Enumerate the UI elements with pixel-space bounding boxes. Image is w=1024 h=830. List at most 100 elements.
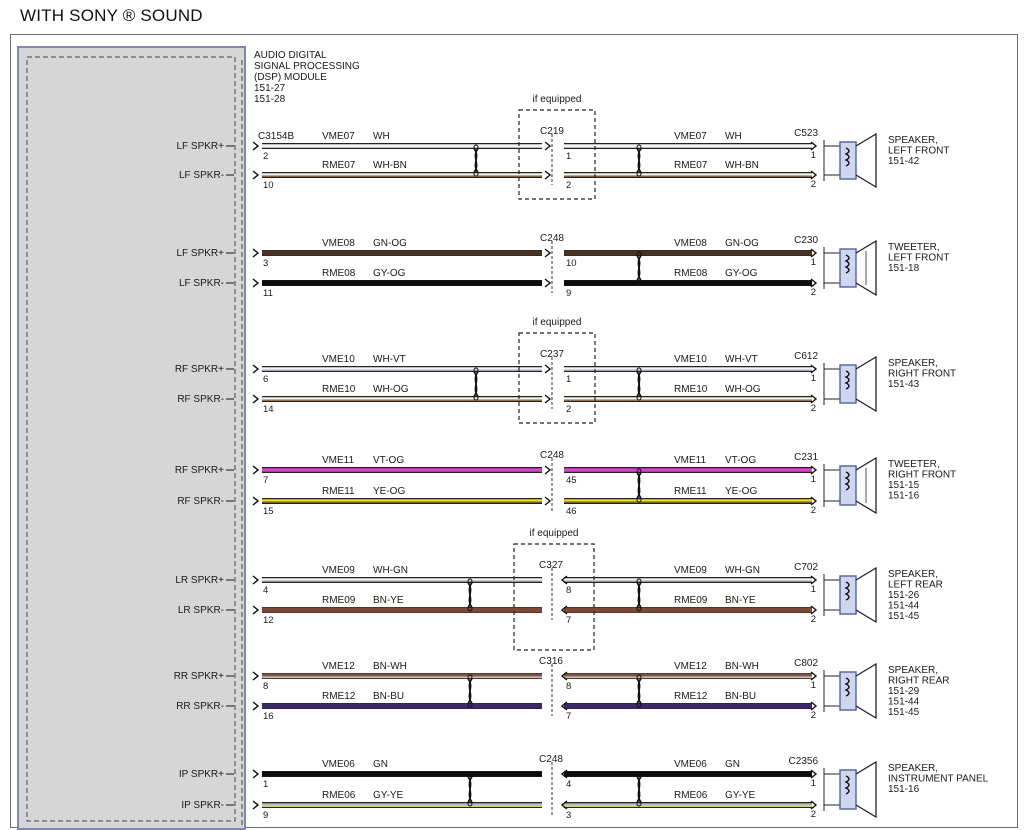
device-pin-number: 1: [811, 474, 816, 485]
if-equipped-box: [518, 109, 596, 200]
circuit-id: VME10: [322, 354, 355, 365]
twisted-pair-marker-cap: [467, 702, 473, 708]
device-label-line: 151-44: [888, 697, 920, 708]
device-connector-id: C802: [794, 658, 818, 669]
module-pin-number: 8: [263, 681, 268, 692]
inline-connector-arrow: [544, 141, 552, 151]
device-label-line: 151-16: [888, 784, 920, 795]
twisted-pair-marker: [636, 776, 642, 803]
module-label-line: AUDIO DIGITAL: [254, 50, 327, 61]
speaker-icon-cone: [855, 355, 877, 413]
inline-pin-number: 7: [566, 615, 571, 626]
twisted-pair-marker-cap: [636, 674, 642, 680]
module-pin-number: 1: [263, 779, 268, 790]
module-pin-arrow: [252, 769, 260, 779]
twisted-pair-marker-cap: [467, 772, 473, 778]
twisted-pair-marker-cap: [636, 606, 642, 612]
device-label-line: 151-45: [888, 707, 920, 718]
module-pin-label-plus: RF SPKR+: [175, 364, 224, 375]
inline-connector-id: C316: [539, 656, 563, 667]
twisted-pair-marker: [636, 582, 642, 608]
inline-connector-arrow: [560, 605, 568, 615]
twisted-pair-marker-cap: [636, 279, 642, 285]
circuit-id: RME10: [674, 384, 708, 395]
twisted-pair-marker-cap: [636, 801, 642, 807]
wire-color-code: WH: [373, 131, 390, 142]
wire-color-code: WH-GN: [373, 565, 408, 576]
if-equipped-label: if equipped: [530, 528, 579, 539]
inline-connector-arrow: [544, 364, 552, 374]
device-connector-arrow: [810, 364, 818, 374]
device-pin-number: 2: [811, 505, 816, 516]
wire-color-code: WH: [725, 131, 742, 142]
speaker-icon-coil: [844, 147, 850, 167]
wire-color-code: GN-OG: [373, 238, 407, 249]
twisted-pair-marker-cap: [636, 395, 642, 401]
device-connector-arrow: [810, 800, 818, 810]
twisted-pair-marker-cap: [467, 801, 473, 807]
inline-connector-arrow: [544, 394, 552, 404]
wire-color-code: WH-OG: [373, 384, 409, 395]
inline-pin-number: 4: [566, 779, 571, 790]
speaker-icon: [839, 662, 877, 720]
module-pin-arrow: [252, 170, 260, 180]
twisted-pair-marker-cap: [636, 772, 642, 778]
module-pin-label-plus: LR SPKR+: [175, 575, 224, 586]
if-equipped-box: [513, 543, 595, 651]
wire-color-code: GY-YE: [725, 790, 756, 801]
inline-pin-number: 3: [566, 810, 571, 821]
wire-color-code: GY-OG: [373, 268, 406, 279]
module-pin-arrow: [252, 141, 260, 151]
module-pin-label-minus: IP SPKR-: [181, 800, 224, 811]
module-pin-arrow: [252, 575, 260, 585]
wire-color-code: BN-BU: [373, 691, 404, 702]
twisted-pair-marker: [473, 148, 479, 173]
inline-pin-number: 46: [566, 506, 577, 517]
inline-pin-number: 8: [566, 585, 571, 596]
twisted-pair-marker: [636, 472, 642, 499]
speaker-icon: [839, 566, 877, 624]
inline-connector-arrow: [544, 278, 552, 288]
device-label-line: 151-16: [888, 491, 920, 502]
tweeter-icon: [839, 456, 877, 515]
if-equipped-label: if equipped: [533, 317, 582, 328]
speaker-icon-coil: [844, 370, 850, 390]
module-pin-arrow: [252, 605, 260, 615]
device-connector-arrow: [810, 278, 818, 288]
inline-pin-number: 1: [566, 151, 571, 162]
module-pin-number: 2: [263, 151, 268, 162]
device-connector-arrow: [810, 605, 818, 615]
speaker-icon-coil: [844, 775, 850, 795]
device-label-line: 151-44: [888, 601, 920, 612]
module-pin-label-minus: LF SPKR-: [179, 170, 224, 181]
module-pin-number: 6: [263, 374, 268, 385]
inline-connector-arrow: [544, 465, 552, 475]
device-pin-number: 1: [811, 584, 816, 595]
device-label-line: LEFT REAR: [888, 580, 943, 591]
device-label-line: 151-43: [888, 379, 920, 390]
dsp-module-dashed-outline: [26, 56, 236, 822]
module-pin-arrow: [252, 800, 260, 810]
module-pin-arrow: [252, 671, 260, 681]
device-pin-number: 2: [811, 809, 816, 820]
module-pin-number: 10: [263, 180, 274, 191]
wire-color-code: YE-OG: [725, 486, 757, 497]
module-label-line: 151-27: [254, 83, 286, 94]
twisted-pair-marker: [636, 371, 642, 397]
twisted-pair-marker: [473, 371, 479, 397]
device-connector-arrow: [810, 496, 818, 506]
module-pin-number: 15: [263, 506, 274, 517]
wire-color-code: YE-OG: [373, 486, 405, 497]
wire-color-code: WH-VT: [725, 354, 758, 365]
twisted-pair-marker: [467, 776, 473, 803]
module-pin-label-plus: RF SPKR+: [175, 465, 224, 476]
device-connector-arrow: [810, 769, 818, 779]
inline-connector-id: C248: [540, 450, 564, 461]
circuit-id: RME06: [674, 790, 708, 801]
device-connector-arrow: [810, 465, 818, 475]
speaker-icon-cone: [855, 132, 877, 189]
wire-color-code: GN-OG: [725, 238, 759, 249]
inline-connector-arrow: [560, 701, 568, 711]
module-pin-number: 4: [263, 585, 268, 596]
device-connector-id: C702: [794, 562, 818, 573]
